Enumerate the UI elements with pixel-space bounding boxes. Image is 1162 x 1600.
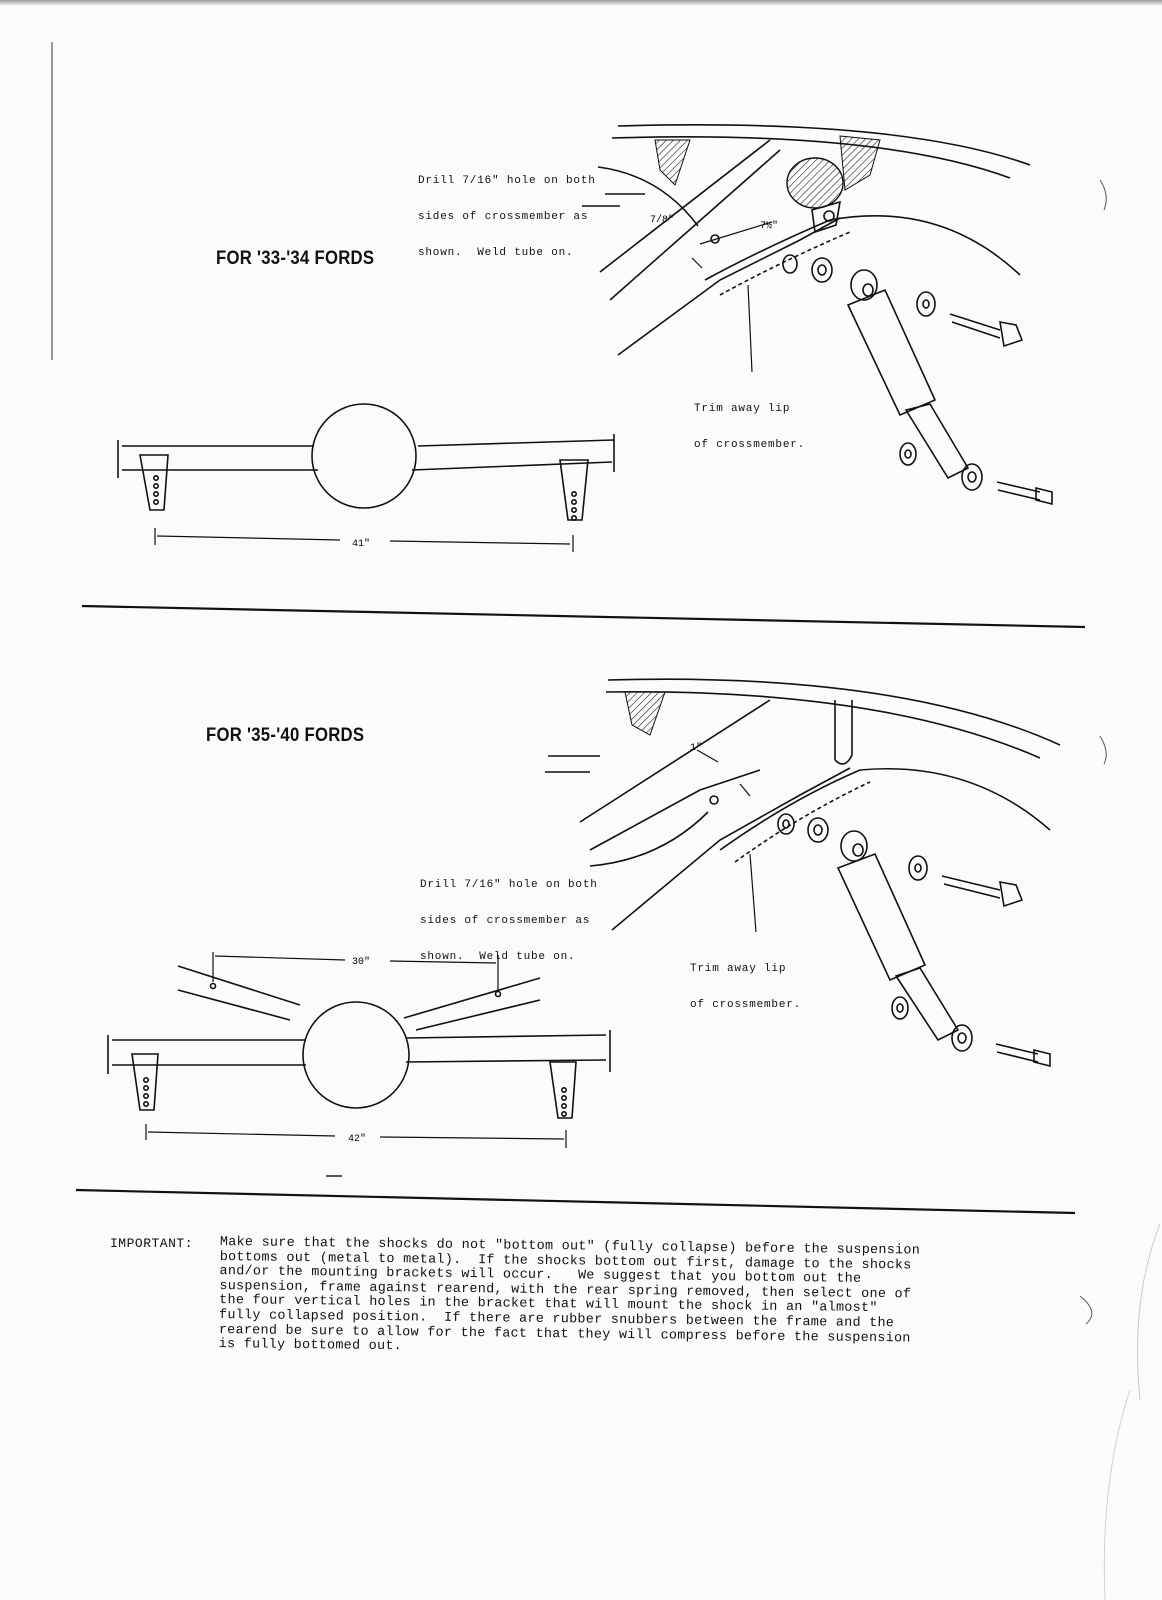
drill-note-2: Drill 7/16" hole on both sides of crossm… bbox=[420, 879, 598, 963]
scan-artifact bbox=[1103, 1389, 1131, 1600]
section-1-frame-detail bbox=[582, 124, 1053, 506]
bottom-divider bbox=[75, 1188, 1076, 1215]
scan-artifact bbox=[1099, 179, 1107, 211]
scan-artifact bbox=[1079, 1295, 1093, 1325]
section-2-rearend-housing bbox=[107, 952, 611, 1177]
dim-42: 42" bbox=[348, 1133, 366, 1145]
section-2-frame-detail bbox=[545, 678, 1061, 1068]
trim-note-1: Trim away lip of crossmember. bbox=[694, 403, 806, 451]
section-1-rearend-housing bbox=[117, 403, 615, 552]
dim-41: 41" bbox=[352, 538, 370, 550]
important-paragraph: Make sure that the shocks do not "bottom… bbox=[218, 1235, 921, 1355]
dim-30: 30" bbox=[352, 956, 370, 968]
dim-7-8: 7/8" bbox=[650, 214, 674, 226]
heading-35-40: FOR '35-'40 FORDS bbox=[206, 725, 365, 746]
dim-1: 1" bbox=[690, 742, 702, 754]
dim-7-half: 7½" bbox=[760, 220, 778, 232]
trim-note-2: Trim away lip of crossmember. bbox=[690, 963, 802, 1011]
important-label: IMPORTANT: bbox=[110, 1236, 194, 1251]
section-divider bbox=[81, 604, 1086, 629]
scan-artifact bbox=[1137, 1223, 1161, 1401]
scan-edge bbox=[0, 0, 1162, 6]
heading-33-34: FOR '33-'34 FORDS bbox=[216, 248, 375, 269]
drill-note-1: Drill 7/16" hole on both sides of crossm… bbox=[418, 175, 596, 259]
scan-artifact bbox=[1099, 735, 1107, 765]
